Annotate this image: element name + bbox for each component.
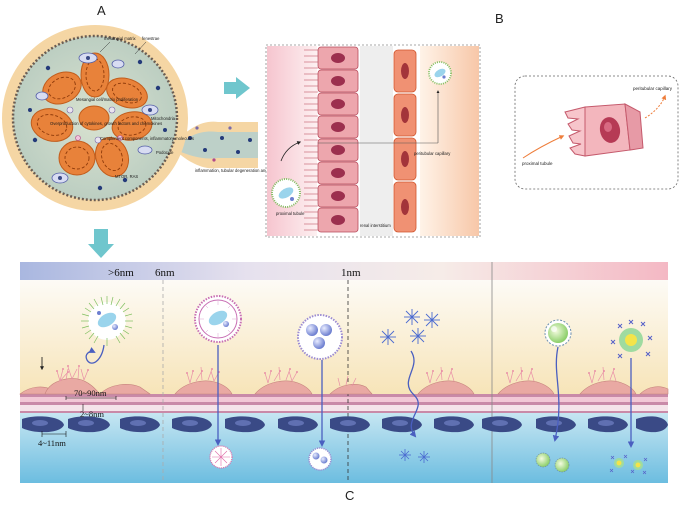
liposome-nanoparticle [194, 295, 242, 343]
panel-b-label-proximal-tubule: proximal tubule [522, 161, 553, 166]
ligand-nanoparticle [610, 319, 653, 359]
panel-label-b: B [495, 11, 504, 26]
panel-b-box: peritubular capillary proximal tubule [514, 75, 679, 190]
proximal-tubule-cell [564, 103, 644, 157]
panel-label-c: C [345, 488, 354, 503]
coated-nanoparticle [544, 319, 572, 347]
panel-b-label-peritubular-capillary: peritubular capillary [633, 86, 673, 91]
polymer-micelle-nanoparticle [297, 314, 343, 360]
dim-label-slit: 4~11nm [38, 438, 66, 448]
size-label-1nm: 1nm [341, 267, 361, 279]
brush-border [304, 49, 318, 231]
ligand-filtered [609, 454, 648, 475]
small-dendrimer-stars [380, 309, 440, 345]
detail-label-renal-interstitium: renal interstitium [360, 223, 391, 228]
coated-filtered [535, 452, 570, 473]
size-scale-bar [20, 262, 668, 280]
label-overproduction: Overproduction of cytokines, growth fact… [50, 121, 162, 126]
nanoparticle-capillary [428, 61, 452, 85]
podocyte-cells [19, 378, 669, 395]
dim-label-basement-membrane: 2~8nm [80, 409, 104, 419]
label-podocyte: Podocyte [156, 150, 174, 155]
micelle-filtered [308, 447, 332, 471]
label-fenestrae: fenestrae [142, 36, 160, 41]
nanoparticle-lumen [271, 178, 301, 208]
mesangial-lobes [30, 52, 153, 178]
panel-label-a: A [97, 3, 106, 18]
label-mitor-ras: MTOR, RAS [115, 174, 138, 179]
tubular-epithelial-cells [317, 46, 359, 233]
dim-label-glycocalyx: 70~90nm [74, 388, 107, 398]
label-mitochondrial: Mitochondria [151, 116, 176, 121]
label-inflammation: inflammation, tubular degeneration and f… [195, 168, 282, 173]
detail-label-proximal-tubule: proximal tubule [276, 211, 305, 216]
filtration-barrier-panel: >6nm 6nm 1nm [19, 262, 669, 483]
stars-filtered [399, 449, 430, 463]
size-label-6nm: 6nm [155, 267, 175, 279]
size-label-gt6nm: >6nm [108, 267, 134, 279]
detail-label-peritubular-capillary: peritubular capillary [414, 151, 451, 156]
arrow-to-panel-c [88, 229, 114, 258]
glycocalyx-fronds [56, 365, 617, 387]
liposome-filtered [209, 445, 233, 469]
glomerulus-illustration: mesangial matrix fenestrae Mesangial cel… [2, 25, 282, 211]
label-mesangial-matrix: mesangial matrix [104, 36, 137, 41]
glomerular-cells [28, 52, 252, 191]
tubule-detail-box: proximal tubule renal interstitium perit… [265, 44, 481, 238]
label-complement: Complement components, inflammatory mole… [100, 136, 194, 141]
large-nanoparticle-peg [81, 296, 133, 346]
label-mesangial-proliferation: Mesangial cell/matrix proliferation [76, 97, 139, 102]
arrow-to-detail [224, 77, 250, 99]
